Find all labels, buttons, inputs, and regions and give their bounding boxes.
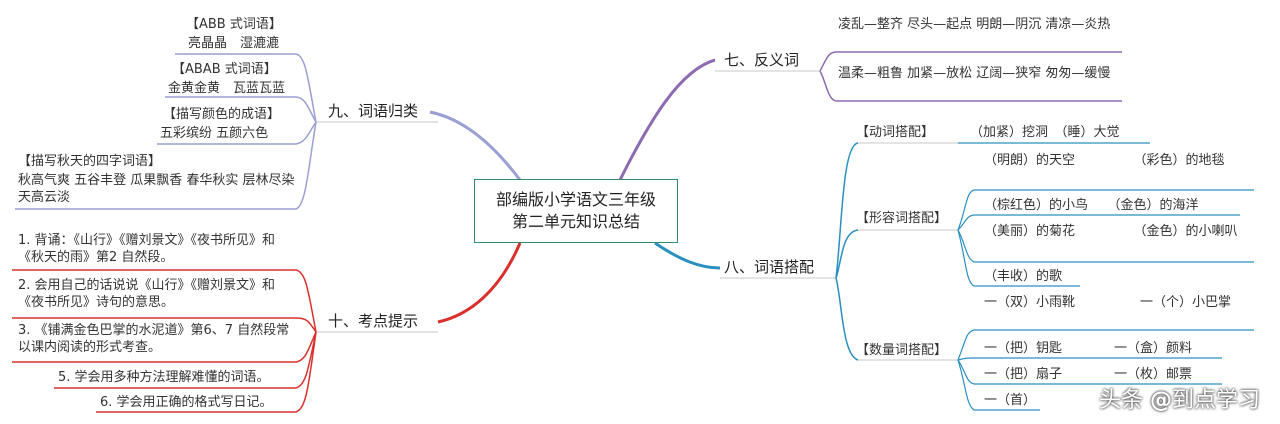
- exam-tip-5: 5. 学会用多种方法理解难懂的词语。: [58, 370, 270, 385]
- adjective-pairing-item-1: （明朗）的天空 （彩色）的地毯: [984, 153, 1225, 168]
- watermark-prefix: 头条: [1098, 388, 1143, 413]
- branch-word-classification[interactable]: 九、词语归类: [328, 102, 419, 120]
- watermark-name: 到点学习: [1171, 388, 1260, 413]
- color-idioms-text: 五彩缤纷 五颜六色: [160, 126, 269, 141]
- exam-tip-3: 3. 《铺满金色巴掌的水泥道》第6、7 自然段常以课内阅读的形式考查。: [18, 323, 290, 355]
- exam-tip-2: 2. 会用自己的话说说《山行》《赠刘景文》和《夜书所见》诗句的意思。: [18, 278, 276, 310]
- central-topic-line1: 部编版小学语文三年级: [495, 190, 656, 209]
- exam-tip-1: 1. 背诵：《山行》《赠刘景文》《夜书所见》和《秋天的雨》第2 自然段。: [18, 233, 276, 265]
- abab-words-title: 【ABAB 式词语】: [172, 62, 277, 77]
- watermark-at: @: [1149, 388, 1172, 413]
- quantifier-pairing-item-2: 一（把）钥匙 一（盒）颜料: [984, 341, 1193, 356]
- central-topic[interactable]: 部编版小学语文三年级 第二单元知识总结: [474, 179, 678, 243]
- antonym-group-2: 温柔—粗鲁 加紧—放松 辽阔—狭窄 匆匆—缓慢: [838, 66, 1111, 81]
- adjective-pairing-item-2: （棕红色）的小鸟 （金色）的海洋: [984, 198, 1199, 213]
- autumn-words-text: 秋高气爽 五谷丰登 瓜果飘香 春华秋实 层林尽染 天高云淡: [18, 173, 295, 205]
- quantifier-pairing-label[interactable]: 【数量词搭配】: [856, 343, 948, 358]
- quantifier-pairing-item-1: 一（双）小雨靴 一（个）小巴掌: [984, 295, 1232, 310]
- color-idioms-title: 【描写颜色的成语】: [163, 107, 281, 122]
- autumn-words-title: 【描写秋天的四字词语】: [18, 154, 162, 169]
- quantifier-pairing-item-4: 一（首）: [984, 393, 1037, 408]
- adjective-pairing-label[interactable]: 【形容词搭配】: [856, 211, 948, 226]
- branch-exam-tips[interactable]: 十、考点提示: [328, 312, 419, 330]
- verb-pairing-item: （加紧）挖洞 （睡）大觉: [970, 125, 1120, 140]
- branch-word-pairing[interactable]: 八、词语搭配: [724, 258, 815, 276]
- exam-tip-6: 6. 学会用正确的格式写日记。: [100, 395, 273, 410]
- abb-words-text: 亮晶晶 湿漉漉: [188, 36, 280, 51]
- watermark: 头条 @到点学习: [1099, 382, 1260, 414]
- branch-antonyms[interactable]: 七、反义词: [724, 51, 800, 69]
- adjective-pairing-item-4: （丰收）的歌: [984, 269, 1063, 284]
- verb-pairing-label[interactable]: 【动词搭配】: [856, 125, 935, 140]
- antonym-group-1: 凌乱—整齐 尽头—起点 明朗—阴沉 清凉—炎热: [838, 17, 1111, 32]
- central-topic-line2: 第二单元知识总结: [511, 212, 640, 231]
- adjective-pairing-item-3: （美丽）的菊花 （金色）的小喇叭: [984, 224, 1238, 239]
- abb-words-title: 【ABB 式词语】: [186, 17, 282, 32]
- quantifier-pairing-item-3: 一（把）扇子 一（枚）邮票: [984, 367, 1193, 382]
- abab-words-text: 金黄金黄 瓦蓝瓦蓝: [168, 81, 286, 96]
